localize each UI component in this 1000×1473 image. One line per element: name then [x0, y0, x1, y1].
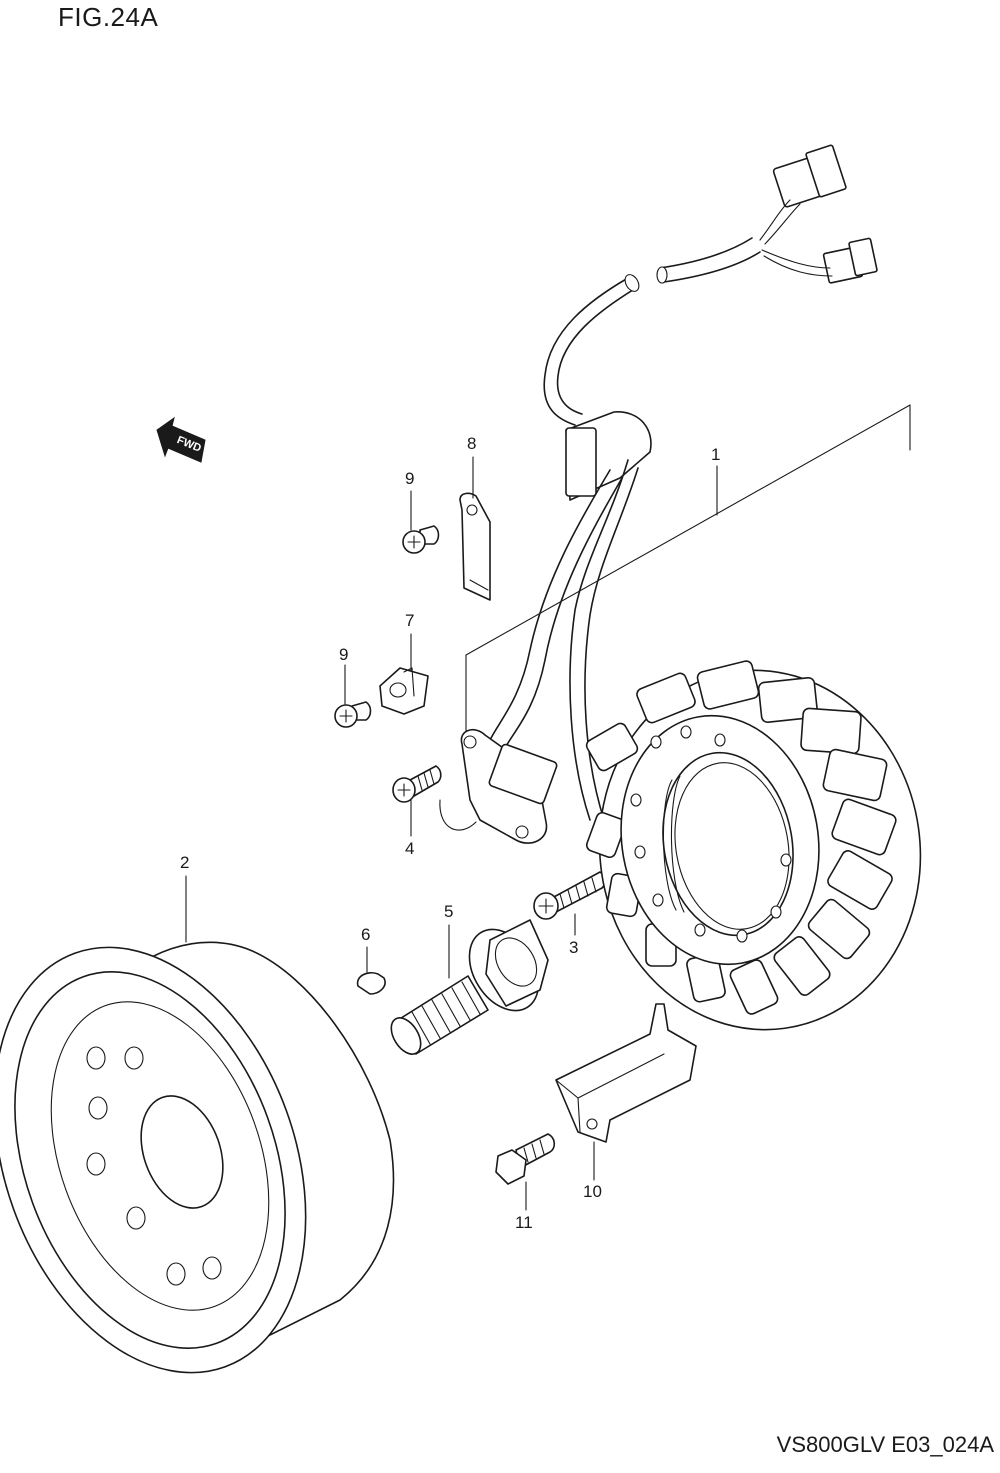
- bolt-part-11: [495, 1133, 556, 1185]
- callout-10: 10: [583, 1182, 602, 1201]
- bolt-part-5: [390, 919, 549, 1055]
- callout-9-lower: 9: [339, 645, 348, 664]
- screw-part-9-upper: [402, 525, 440, 554]
- rotor-part-2: [0, 941, 395, 1374]
- callout-9-upper: 9: [405, 469, 414, 488]
- screw-part-4: [392, 765, 442, 803]
- callout-6: 6: [361, 925, 370, 944]
- plate-part-8: [459, 492, 491, 601]
- pickup-coil: [439, 728, 558, 844]
- figure-title: FIG.24A: [58, 2, 159, 32]
- stator-part-1: [585, 660, 922, 1031]
- drawing-code: VS800GLV E03_024A: [776, 1432, 994, 1457]
- screw-part-3: [533, 871, 606, 920]
- key-part-6: [356, 971, 386, 995]
- callout-4: 4: [405, 839, 414, 858]
- leader-lines: [185, 456, 718, 1211]
- callout-8: 8: [467, 434, 476, 453]
- callout-11: 11: [515, 1213, 533, 1232]
- wiring-harness: [489, 144, 878, 821]
- screw-part-9-lower: [334, 701, 372, 728]
- callout-5: 5: [444, 902, 453, 921]
- callout-7: 7: [405, 611, 414, 630]
- callout-3: 3: [569, 938, 578, 957]
- fwd-arrow-icon: FWD: [156, 416, 206, 463]
- bracket-part-10: [555, 1003, 697, 1143]
- callout-2: 2: [180, 853, 189, 872]
- clamp-part-7: [379, 667, 429, 715]
- callout-1: 1: [711, 445, 720, 464]
